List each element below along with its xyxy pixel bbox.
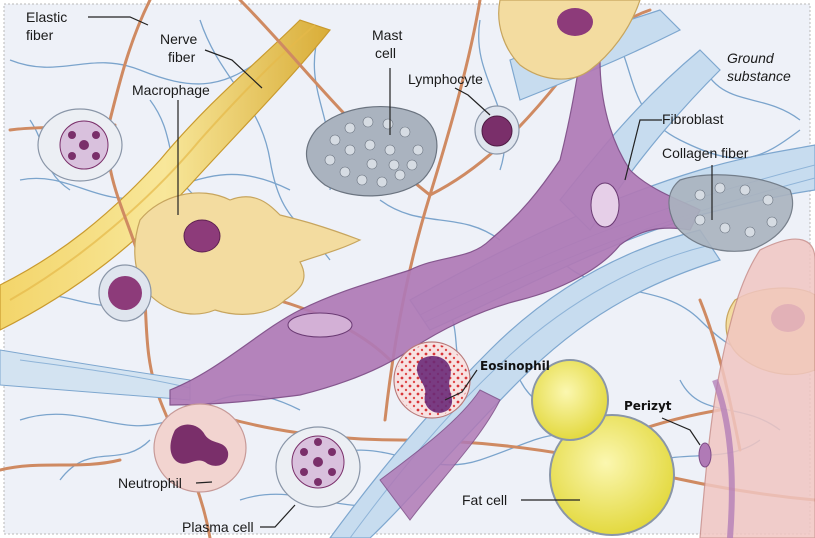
- label-plasma-cell: Plasma cell: [182, 519, 254, 535]
- label-mast-cell-line2: cell: [375, 45, 396, 61]
- eosinophil-cell: [394, 342, 470, 418]
- plasma-cell: [276, 427, 360, 507]
- lymphocyte-cell: [475, 106, 519, 154]
- label-nerve-fiber-line1: Nerve: [160, 31, 198, 47]
- label-mast-cell-line1: Mast: [372, 27, 402, 43]
- label-collagen-fiber: Collagen fiber: [662, 145, 749, 161]
- label-ground-substance-line2: substance: [727, 68, 791, 84]
- label-elastic-fiber-line2: fiber: [26, 27, 54, 43]
- label-lymphocyte: Lymphocyte: [408, 71, 483, 87]
- label-macrophage: Macrophage: [132, 82, 210, 98]
- fibroblast-nucleus: [288, 313, 352, 337]
- label-neutrophil: Neutrophil: [118, 475, 182, 491]
- label-ground-substance-line1: Ground: [727, 50, 775, 66]
- fibroblast-nucleus-2: [591, 183, 619, 227]
- label-perizyt: Perizyt: [624, 399, 672, 413]
- label-fibroblast: Fibroblast: [662, 111, 724, 127]
- lymphocyte-cell-left: [99, 265, 151, 321]
- label-nerve-fiber-line2: fiber: [168, 49, 196, 65]
- label-fat-cell: Fat cell: [462, 492, 507, 508]
- label-eosinophil: Eosinophil: [480, 359, 550, 373]
- plasma-cell-topleft: [38, 109, 122, 181]
- label-elastic-fiber-line1: Elastic: [26, 9, 67, 25]
